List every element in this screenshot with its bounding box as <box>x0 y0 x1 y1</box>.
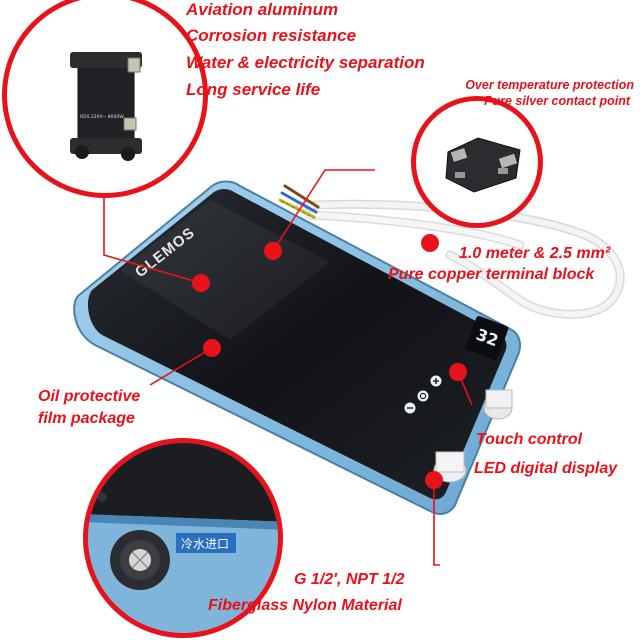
plus-icon[interactable] <box>430 375 442 387</box>
thermostat-zoom <box>411 96 543 228</box>
led-display-label: LED digital display <box>474 460 618 477</box>
minus-icon[interactable] <box>404 402 416 414</box>
thread-spec: G 1/2', NPT 1/2 <box>294 571 405 588</box>
touch-buttons <box>404 375 442 414</box>
feature-long-service-life: Long service life <box>186 80 321 99</box>
power-icon[interactable] <box>417 390 429 402</box>
material-spec: Fiberglass Nylon Material <box>208 597 402 614</box>
heater-body <box>73 180 521 515</box>
led-display: 32 <box>465 316 509 360</box>
feature-corrosion-resistance: Corrosion resistance <box>186 26 357 45</box>
film-line2: film package <box>38 410 135 427</box>
terminal-block: Pure copper terminal block <box>388 266 595 283</box>
feature-aviation-aluminum: Aviation aluminum <box>186 0 339 19</box>
relay-marking: RDS 220V~ 8000W <box>80 114 124 120</box>
film-line1: Oil protective <box>38 388 141 405</box>
protection-line2: Pure silver contact point <box>484 94 630 108</box>
wire-ends <box>278 184 320 219</box>
feature-water-electricity-separation: Water & electricity separation <box>186 53 425 72</box>
cable-spec: 1.0 meter & 2.5 mm² <box>459 245 611 262</box>
protection-line1: Over temperature protection <box>465 78 634 92</box>
relay-zoom: RDS 220V~ 8000W <box>2 0 208 198</box>
touch-control-label: Touch control <box>476 431 583 448</box>
pipe-fittings <box>433 389 513 483</box>
inlet-zoom: 冷水进口 <box>83 438 283 638</box>
inlet-tag: 冷水进口 <box>181 537 229 551</box>
callout-lines <box>103 169 473 566</box>
